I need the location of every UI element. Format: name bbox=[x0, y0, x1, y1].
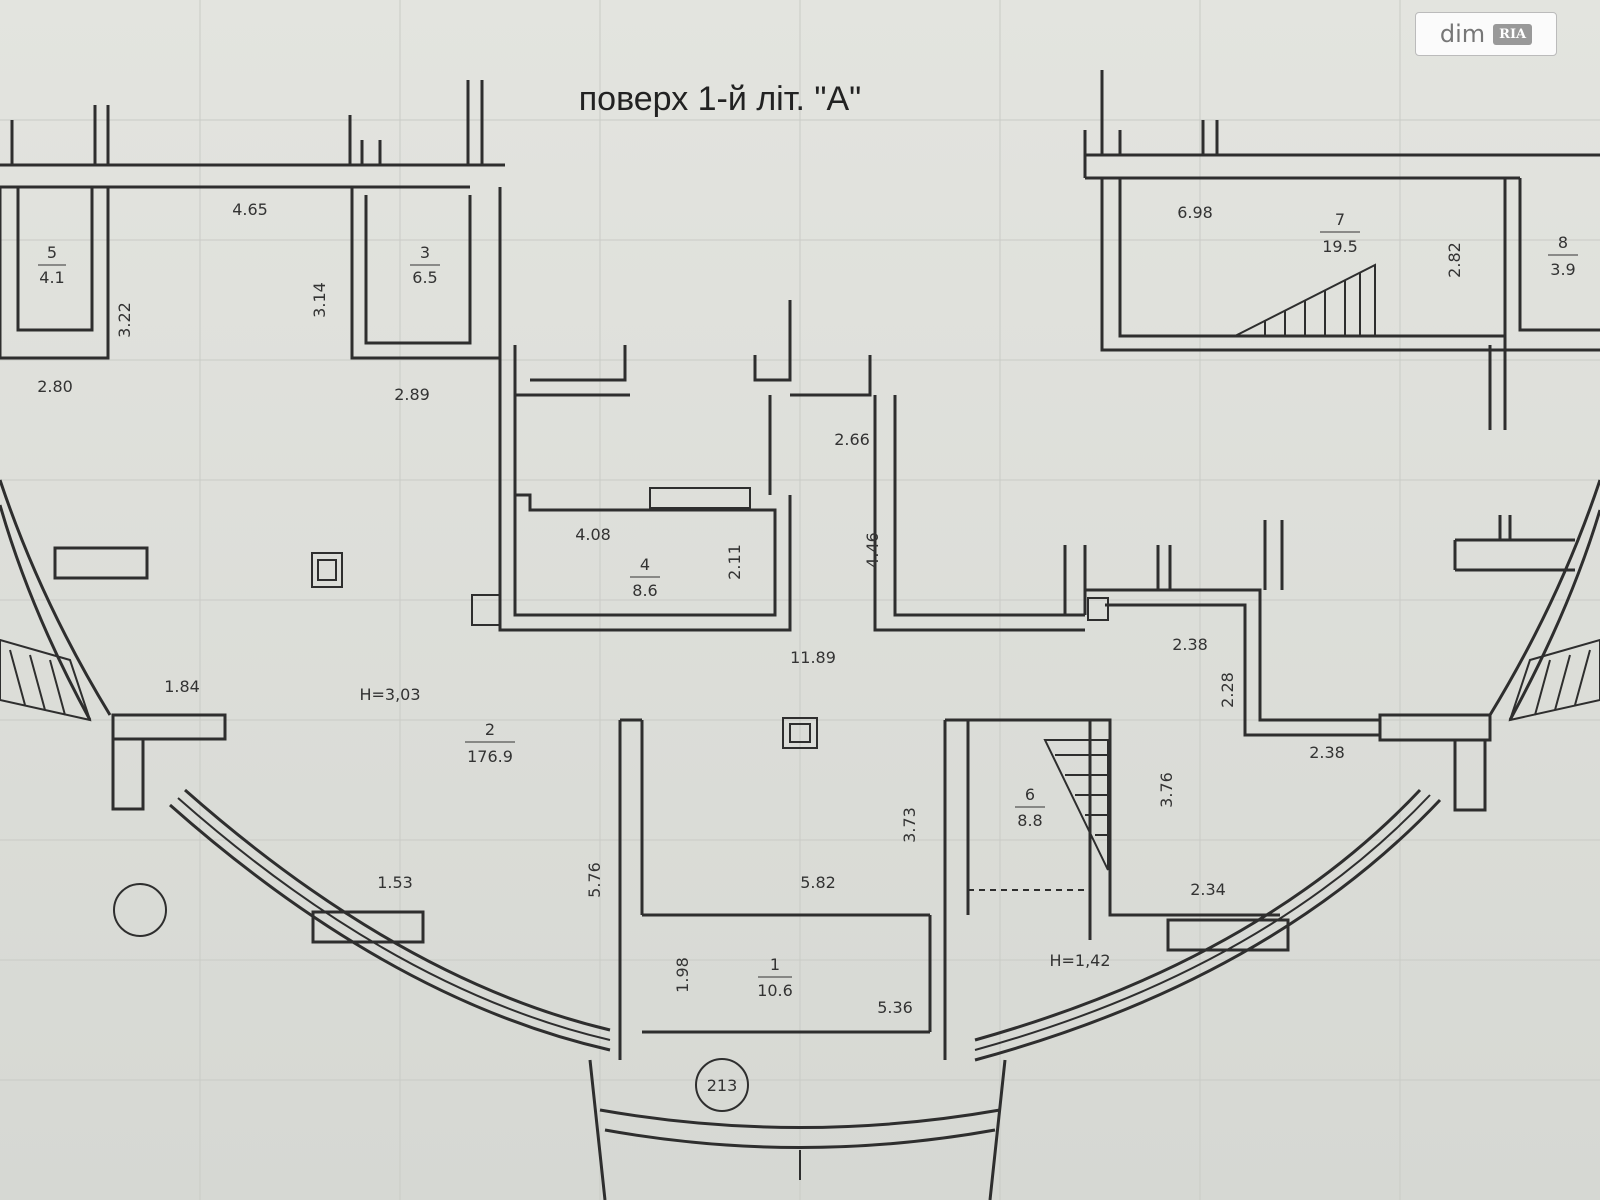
dim-label: 3.22 bbox=[115, 302, 134, 338]
dim-label: 4.65 bbox=[232, 200, 268, 219]
watermark-brand: dim bbox=[1439, 20, 1486, 48]
watermark-logo: RIA bbox=[1493, 23, 1533, 45]
room-5-label: 5 4.1 bbox=[38, 243, 66, 287]
svg-text:5: 5 bbox=[47, 243, 57, 262]
dim-label: 2.66 bbox=[834, 430, 870, 449]
svg-text:8.8: 8.8 bbox=[1017, 811, 1042, 830]
svg-text:8.6: 8.6 bbox=[632, 581, 657, 600]
room-6-label: 6 8.8 bbox=[1015, 785, 1045, 830]
dim-label: H=3,03 bbox=[359, 685, 420, 704]
dim-label: 2.82 bbox=[1445, 242, 1464, 278]
dim-label: 5.82 bbox=[800, 873, 836, 892]
plan-title: поверх 1-й літ. "А" bbox=[579, 80, 861, 118]
svg-text:6: 6 bbox=[1025, 785, 1035, 804]
index-label: 213 bbox=[707, 1076, 738, 1095]
room-2-label: 2 176.9 bbox=[465, 720, 515, 766]
watermark-badge: dim RIA bbox=[1415, 12, 1557, 56]
svg-text:3: 3 bbox=[420, 243, 430, 262]
dim-label: 2.38 bbox=[1172, 635, 1208, 654]
room-labels: 5 4.1 3 6.5 7 19.5 8 3.9 4 8.6 2 176.9 bbox=[38, 210, 1578, 1000]
svg-text:4.1: 4.1 bbox=[39, 268, 64, 287]
dim-label: 4.08 bbox=[575, 525, 611, 544]
dim-label: 4.46 bbox=[863, 532, 882, 568]
dim-label: 1.53 bbox=[377, 873, 413, 892]
dim-label: 2.89 bbox=[394, 385, 430, 404]
dim-label: 6.98 bbox=[1177, 203, 1213, 222]
svg-text:10.6: 10.6 bbox=[757, 981, 793, 1000]
dim-label: 5.76 bbox=[585, 862, 604, 898]
dim-label: 1.84 bbox=[164, 677, 200, 696]
dim-label: 5.36 bbox=[877, 998, 913, 1017]
svg-text:8: 8 bbox=[1558, 233, 1568, 252]
dim-label: 3.76 bbox=[1157, 772, 1176, 808]
dim-label: 1.98 bbox=[673, 957, 692, 993]
room-4-label: 4 8.6 bbox=[630, 555, 660, 600]
room-1-label: 1 10.6 bbox=[757, 955, 793, 1000]
curved-facade bbox=[0, 479, 1600, 1200]
dim-label: 3.14 bbox=[310, 282, 329, 318]
dimension-labels: 4.65 3.22 3.14 2.80 2.89 6.98 2.82 2.66 … bbox=[37, 200, 1464, 1095]
svg-text:7: 7 bbox=[1335, 210, 1345, 229]
fixtures bbox=[113, 487, 1109, 1112]
svg-text:4: 4 bbox=[640, 555, 650, 574]
dim-label: 2.38 bbox=[1309, 743, 1345, 762]
dim-label: 3.73 bbox=[900, 807, 919, 843]
dim-label: 2.34 bbox=[1190, 880, 1226, 899]
dim-label: 2.28 bbox=[1218, 672, 1237, 708]
dim-label: H=1,42 bbox=[1049, 951, 1110, 970]
dim-label: 2.80 bbox=[37, 377, 73, 396]
room-3-label: 3 6.5 bbox=[410, 243, 440, 287]
walls bbox=[0, 70, 1600, 1060]
dim-label: 2.11 bbox=[725, 544, 744, 580]
dim-label: 11.89 bbox=[790, 648, 836, 667]
index-circle bbox=[695, 1058, 749, 1112]
svg-text:6.5: 6.5 bbox=[412, 268, 437, 287]
column-circle bbox=[113, 883, 167, 937]
room-7-label: 7 19.5 bbox=[1320, 210, 1360, 256]
svg-text:176.9: 176.9 bbox=[467, 747, 513, 766]
svg-text:1: 1 bbox=[770, 955, 780, 974]
svg-text:19.5: 19.5 bbox=[1322, 237, 1358, 256]
room-8-label: 8 3.9 bbox=[1548, 233, 1578, 279]
svg-text:3.9: 3.9 bbox=[1550, 260, 1575, 279]
svg-text:2: 2 bbox=[485, 720, 495, 739]
stairs bbox=[0, 263, 1600, 871]
